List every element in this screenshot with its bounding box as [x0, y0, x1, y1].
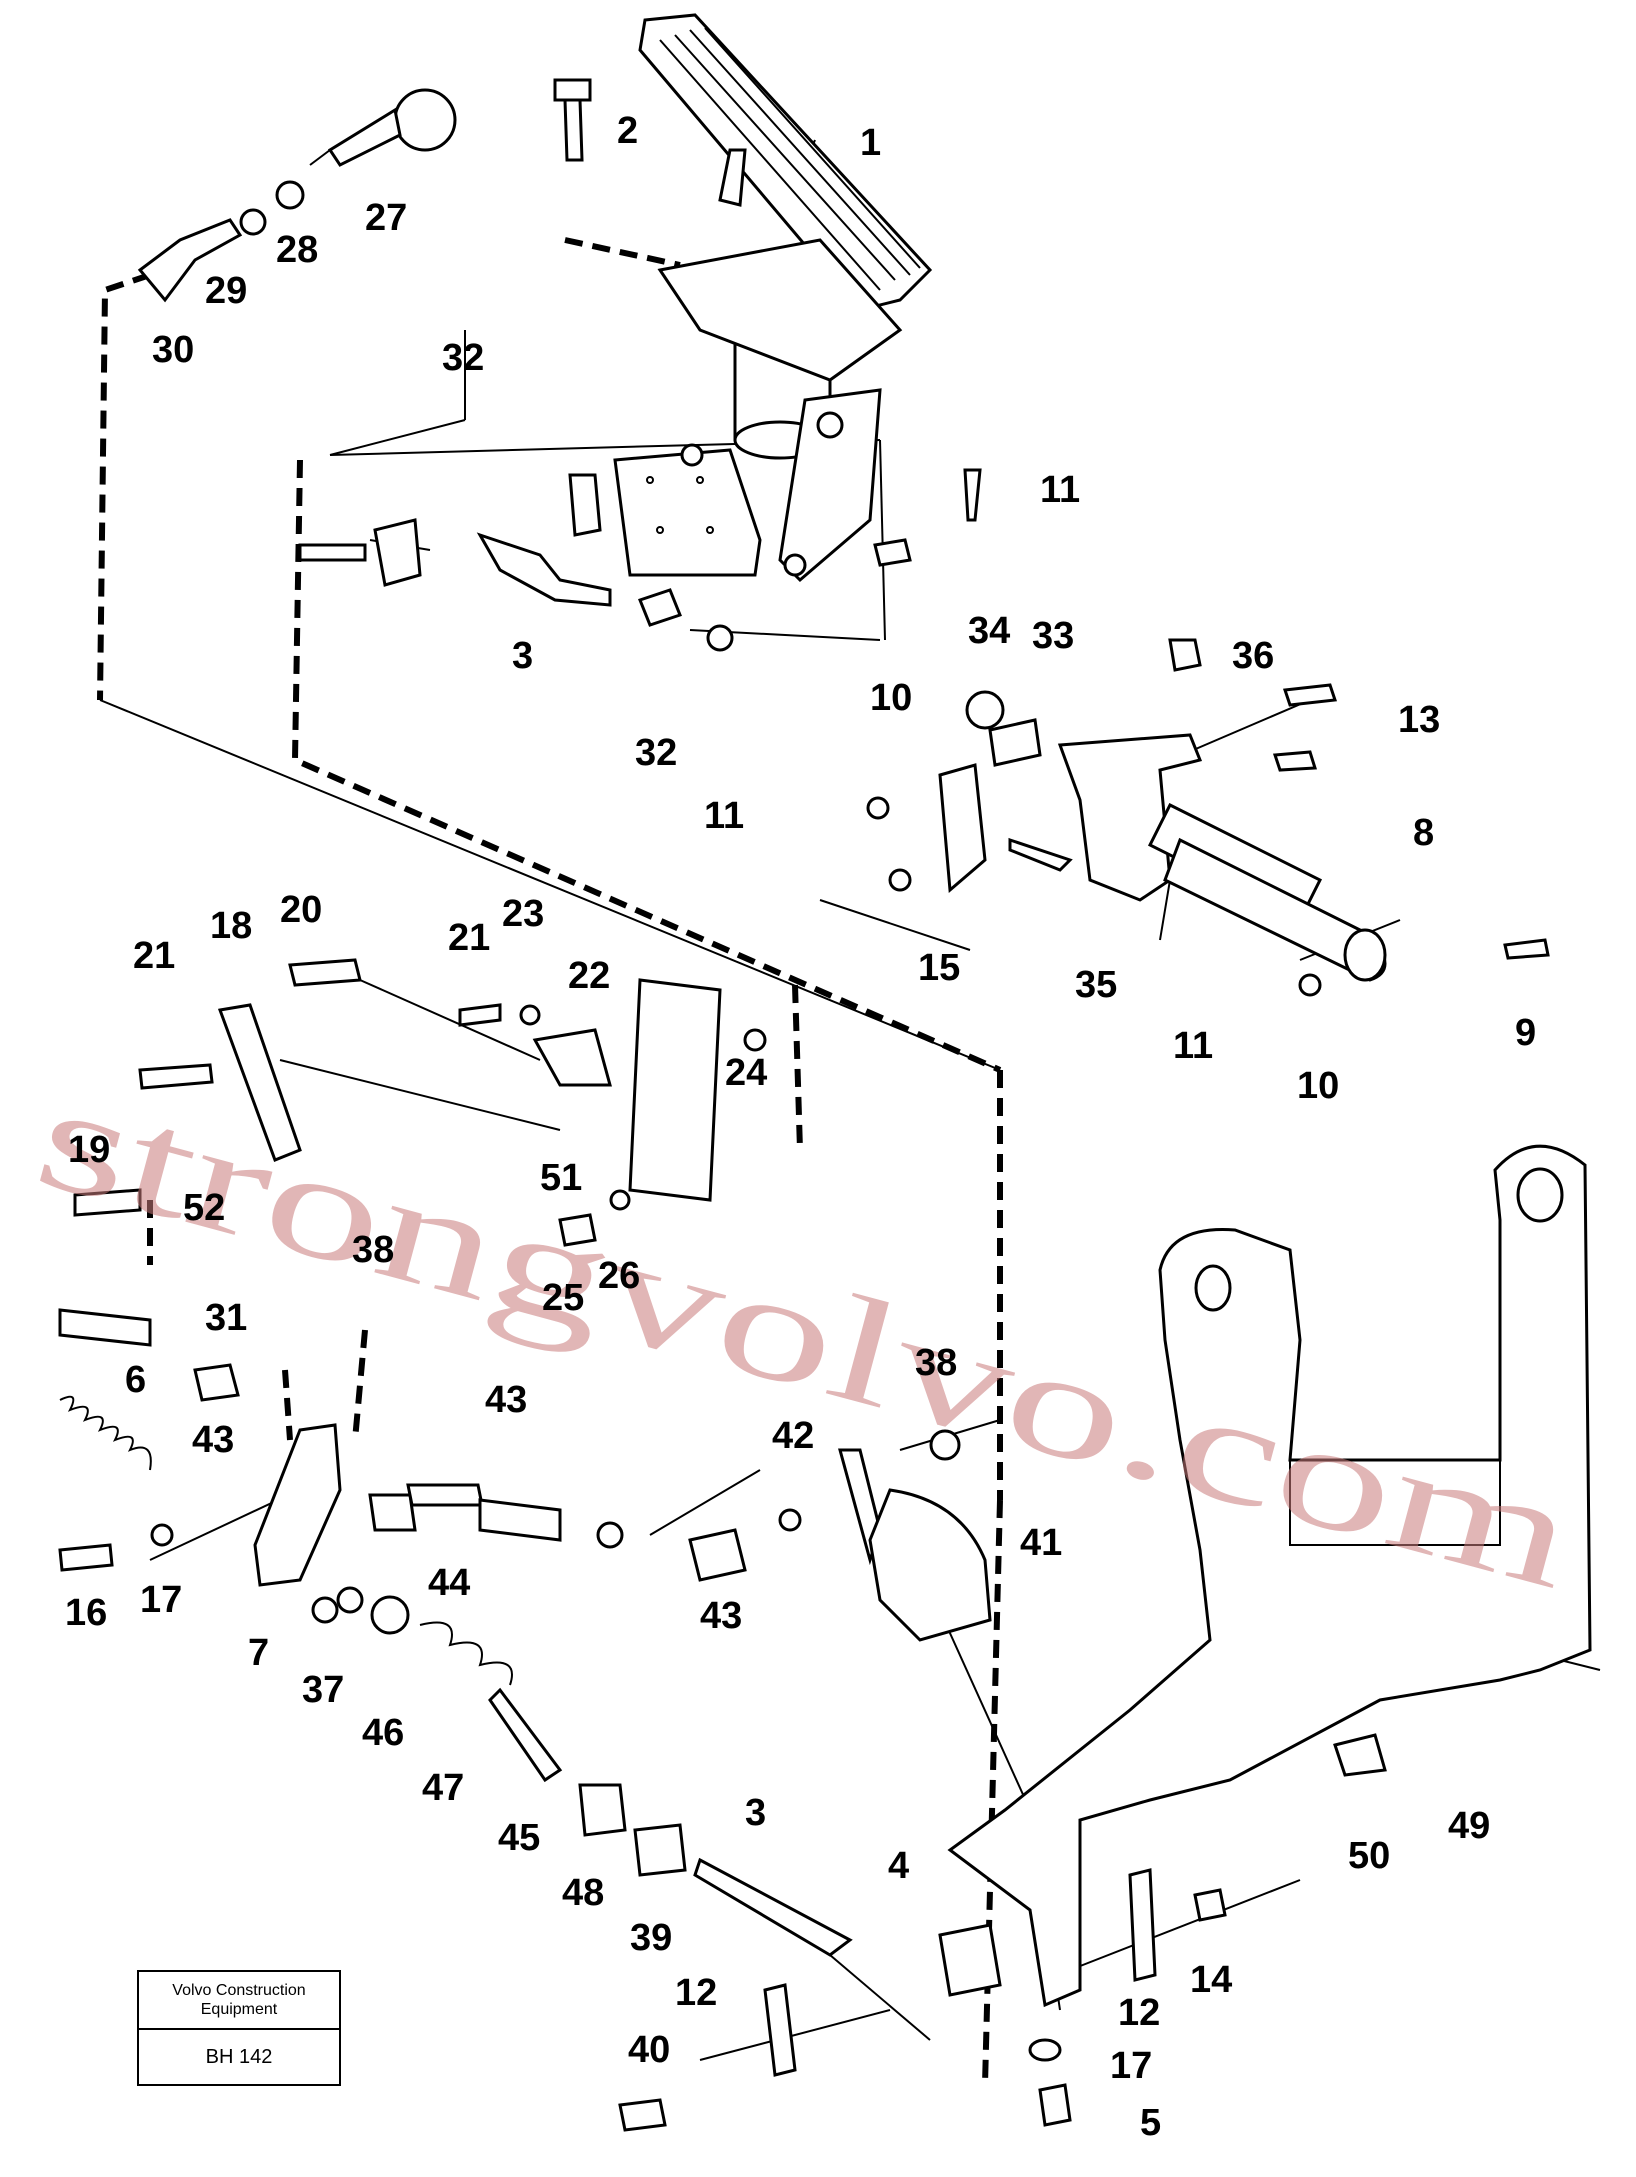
callout-21: 21 — [133, 935, 175, 977]
callout-18: 18 — [210, 905, 252, 947]
callout-32: 32 — [442, 337, 484, 379]
callout-12: 12 — [675, 1972, 717, 2014]
callout-17b: 17 — [1110, 2045, 1152, 2087]
callout-52: 52 — [183, 1187, 225, 1229]
callout-38b: 38 — [915, 1342, 957, 1384]
cylinder-bracket-assembly — [866, 638, 1550, 997]
callout-47: 47 — [422, 1767, 464, 1809]
lever-linkage-upper — [58, 958, 767, 1347]
callout-4: 4 — [888, 1845, 909, 1887]
callout-10b: 10 — [1297, 1065, 1339, 1107]
callout-19: 19 — [68, 1129, 110, 1171]
logo-company: Volvo Construction Equipment — [139, 1972, 339, 2030]
callout-43c: 43 — [700, 1595, 742, 1637]
callout-32b: 32 — [635, 732, 677, 774]
callout-50: 50 — [1348, 1835, 1390, 1877]
callout-21b: 21 — [448, 917, 490, 959]
mounting-bracket-49 — [947, 1144, 1592, 2008]
callout-49: 49 — [1448, 1805, 1490, 1847]
callouts: 1 2 3 32 11 27 28 29 30 32 34 33 36 13 1… — [65, 110, 1536, 2144]
callout-11b: 11 — [704, 795, 744, 837]
callout-36: 36 — [1232, 635, 1274, 677]
callout-3: 3 — [512, 635, 533, 677]
logo-line2: Equipment — [200, 2001, 278, 2018]
bracket-41 — [838, 1448, 992, 1642]
callout-16: 16 — [65, 1592, 107, 1634]
callout-22: 22 — [568, 955, 610, 997]
callout-10: 10 — [870, 677, 912, 719]
callout-7: 7 — [248, 1632, 269, 1674]
watermark: strongvolvo.com — [21, 1052, 1590, 1621]
bolt-2 — [553, 78, 592, 162]
callout-14: 14 — [1190, 1959, 1232, 2001]
hand-throttle-knob — [137, 88, 457, 303]
callout-43: 43 — [192, 1419, 234, 1461]
callout-3b: 3 — [745, 1792, 766, 1834]
callout-26: 26 — [598, 1255, 640, 1297]
callout-41: 41 — [1020, 1522, 1062, 1564]
callout-12b: 12 — [1118, 1992, 1160, 2034]
callout-13: 13 — [1398, 699, 1440, 741]
pedal-rod-assembly — [298, 443, 912, 652]
callout-23: 23 — [502, 893, 544, 935]
callout-43b: 43 — [485, 1379, 527, 1421]
callout-42: 42 — [772, 1415, 814, 1457]
callout-27: 27 — [365, 197, 407, 239]
accelerator-pedal — [638, 13, 933, 583]
callout-30: 30 — [152, 329, 194, 371]
callout-33: 33 — [1032, 615, 1074, 657]
volvo-logo-box: Volvo Construction Equipment BH 142 — [137, 1970, 341, 2086]
callout-35: 35 — [1075, 964, 1117, 1006]
callout-39: 39 — [630, 1917, 672, 1959]
lever-linkage-lower — [58, 1363, 961, 2041]
callout-2: 2 — [617, 110, 638, 152]
callout-28: 28 — [276, 229, 318, 271]
callout-51: 51 — [540, 1157, 582, 1199]
callout-44: 44 — [428, 1562, 470, 1604]
callout-46: 46 — [362, 1712, 404, 1754]
callout-1: 1 — [860, 122, 881, 164]
callout-31: 31 — [205, 1297, 247, 1339]
logo-line1: Volvo Construction — [172, 1982, 306, 1999]
callout-6: 6 — [125, 1359, 146, 1401]
callout-48: 48 — [562, 1872, 604, 1914]
callout-15: 15 — [918, 947, 960, 989]
callout-11c: 11 — [1173, 1025, 1213, 1067]
callout-38: 38 — [352, 1229, 394, 1271]
callout-40: 40 — [628, 2029, 670, 2071]
lower-hardware — [618, 1733, 1387, 2132]
logo-code: BH 142 — [205, 2045, 273, 2068]
callout-11: 11 — [1040, 469, 1080, 511]
callout-20: 20 — [280, 889, 322, 931]
callout-29: 29 — [205, 270, 247, 312]
callout-9: 9 — [1515, 1012, 1536, 1054]
callout-5: 5 — [1140, 2102, 1161, 2144]
callout-25: 25 — [542, 1277, 584, 1319]
cotter-pin-11-top — [963, 468, 982, 522]
callout-17: 17 — [140, 1579, 182, 1621]
callout-8: 8 — [1413, 812, 1434, 854]
callout-37: 37 — [302, 1669, 344, 1711]
callout-24: 24 — [725, 1052, 767, 1094]
callout-34: 34 — [968, 610, 1010, 652]
callout-45: 45 — [498, 1817, 540, 1859]
